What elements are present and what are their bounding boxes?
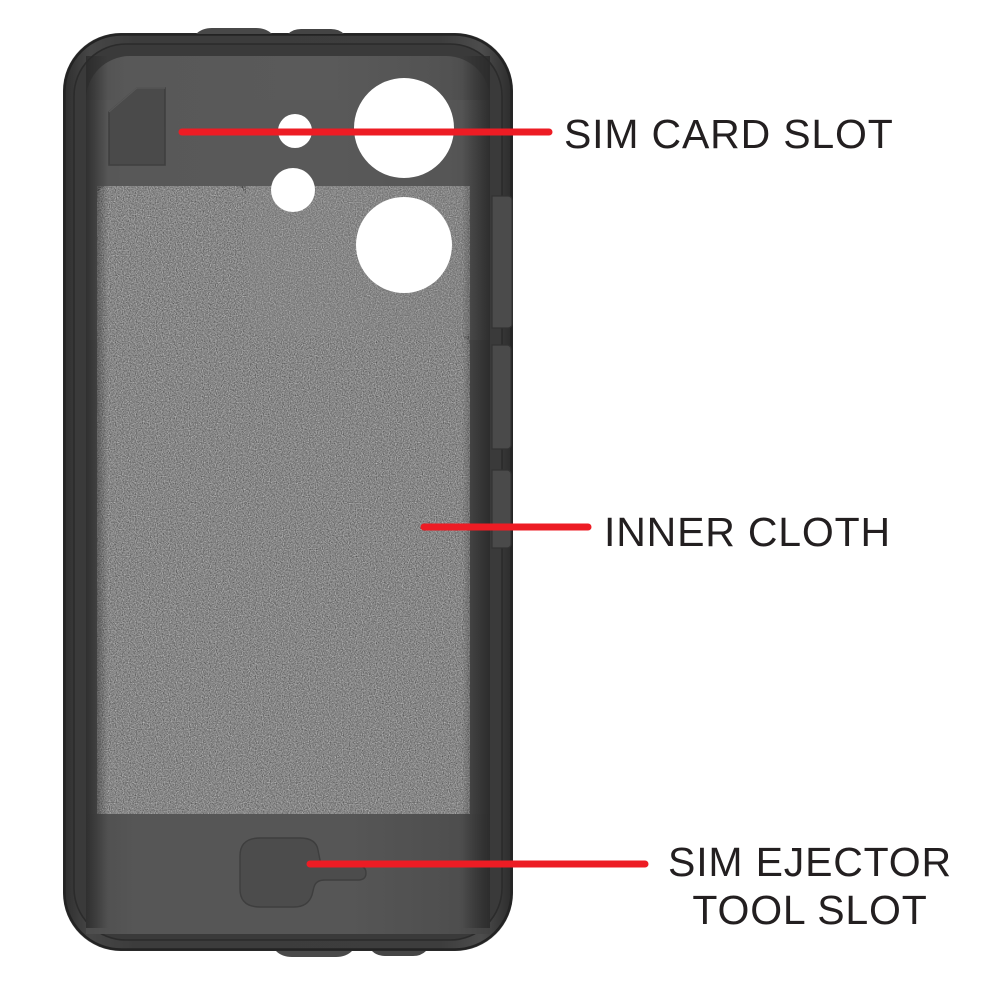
sim-card-slot-highlight <box>108 87 165 113</box>
camera-cutout-secondary <box>356 197 452 293</box>
case-bottom-lip-notches <box>276 951 426 957</box>
cavity-left-shade <box>86 56 108 928</box>
sim-card-slot-recess <box>108 87 166 166</box>
sim-ejector-tool-shape <box>239 837 367 908</box>
callout-leader-lines <box>178 128 649 868</box>
extra-button-cover <box>491 469 512 549</box>
cavity-right-shade <box>462 56 490 928</box>
camera-cutout-small-lower <box>271 168 315 212</box>
sim-ejector-tool-slot <box>239 837 367 908</box>
case-top-lip-notches <box>196 28 344 34</box>
power-button-cover <box>491 344 512 450</box>
callout-label-sim-ejector-tool-slot: SIM EJECTOR TOOL SLOT <box>668 839 952 934</box>
camera-cutout-main <box>354 78 454 178</box>
callout-label-sim-card-slot: SIM CARD SLOT <box>564 111 894 157</box>
side-button-covers <box>491 195 513 549</box>
volume-button-cover <box>491 195 513 329</box>
inner-cloth-lining <box>97 186 470 814</box>
inner-cloth-texture <box>97 186 470 814</box>
camera-cutouts <box>271 78 454 293</box>
callout-label-inner-cloth: INNER CLOTH <box>604 509 891 555</box>
